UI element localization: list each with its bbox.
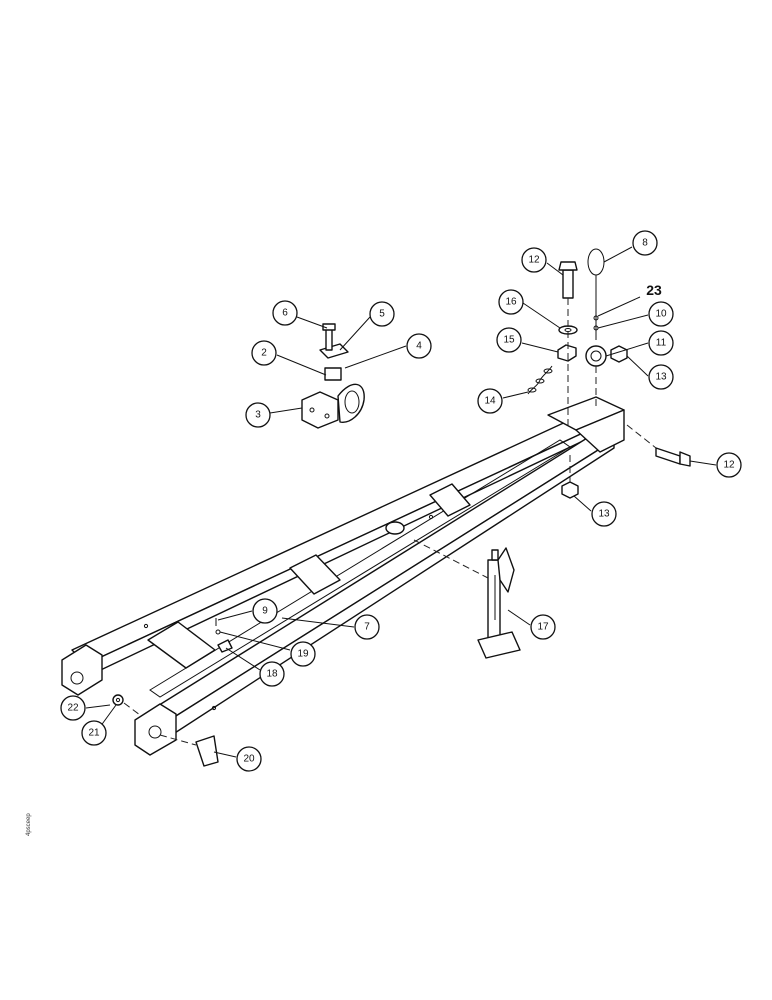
callout-11: 11 [648,330,674,356]
svg-text:11: 11 [656,338,667,349]
callout-12-upper: 12 [521,247,547,273]
upper-hardware [527,248,691,499]
callout-15: 15 [496,327,522,353]
callout-10: 10 [648,301,674,327]
svg-text:2: 2 [261,348,267,359]
svg-text:3: 3 [255,410,261,421]
small-hardware [101,618,233,767]
svg-text:14: 14 [484,396,496,407]
callout-20: 20 [236,746,262,772]
callout-16: 16 [498,289,524,315]
svg-text:12: 12 [528,255,540,266]
callout-8: 8 [632,230,658,256]
svg-text:15: 15 [503,335,515,346]
callout-18: 18 [259,661,285,687]
svg-text:20: 20 [243,754,255,765]
callout-7: 7 [354,614,380,640]
svg-text:7: 7 [364,622,370,633]
svg-text:23: 23 [646,282,662,298]
callout-22: 22 [60,695,86,721]
svg-text:13: 13 [655,372,667,383]
callout-5: 5 [369,301,395,327]
svg-text:21: 21 [88,728,100,739]
svg-text:9: 9 [262,606,268,617]
callout-12-lower: 12 [716,452,742,478]
callout-21: 21 [81,720,107,746]
callout-6: 6 [272,300,298,326]
svg-text:4: 4 [416,341,422,352]
svg-text:12: 12 [723,460,735,471]
callout-13-upper: 13 [648,364,674,390]
a-frame-hitch [61,396,625,756]
callout-2: 2 [251,340,277,366]
svg-text:5: 5 [379,309,385,320]
hitch-clevis-assembly [301,323,365,429]
callout-4: 4 [406,333,432,359]
assembly-lines [123,298,657,746]
svg-text:17: 17 [537,622,549,633]
svg-text:16: 16 [505,297,517,308]
svg-text:19: 19 [297,649,309,660]
svg-text:10: 10 [655,309,667,320]
leader-lines [85,246,717,758]
svg-text:18: 18 [266,669,278,680]
jack-stand [477,547,521,659]
svg-text:6: 6 [282,308,288,319]
callout-9: 9 [252,598,278,624]
callout-13-lower: 13 [591,501,617,527]
svg-text:13: 13 [598,509,610,520]
callouts: 2 3 4 5 6 7 8 9 [60,230,742,772]
callout-14: 14 [477,388,503,414]
callout-3: 3 [245,402,271,428]
callout-23: 23 [646,282,662,298]
side-note: 4psceep [26,813,32,836]
callout-19: 19 [290,641,316,667]
svg-text:22: 22 [67,703,79,714]
callout-17: 17 [530,614,556,640]
svg-text:8: 8 [642,238,648,249]
